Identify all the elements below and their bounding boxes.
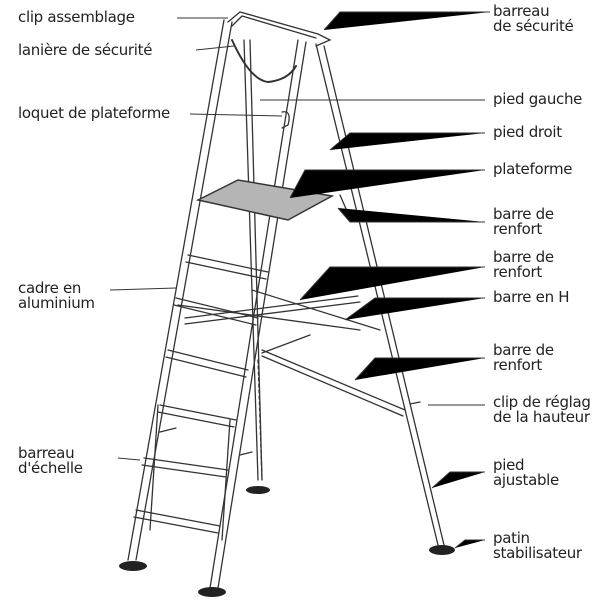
label-renfort1-1: barre de bbox=[493, 205, 554, 223]
h-bar bbox=[184, 295, 361, 325]
label-pied-aj-2: ajustable bbox=[493, 471, 559, 489]
label-renfort1-2: renfort bbox=[493, 220, 542, 238]
label-laniere: lanière de sécurité bbox=[18, 41, 153, 59]
front-left-rail bbox=[127, 19, 233, 561]
label-pied-gauche: pied gauche bbox=[493, 90, 583, 108]
label-securite-2: de sécurité bbox=[493, 17, 574, 35]
label-pied-droit: pied droit bbox=[493, 123, 562, 141]
label-patin-2: stabilisateur bbox=[493, 544, 582, 562]
label-pied-aj-1: pied bbox=[493, 456, 525, 474]
safety-bar bbox=[227, 11, 332, 47]
label-plateforme: plateforme bbox=[493, 160, 573, 178]
label-cadre-1: cadre en bbox=[18, 279, 82, 297]
stabilizer-feet bbox=[119, 486, 455, 597]
label-barreau-2: d'échelle bbox=[18, 459, 83, 477]
label-loquet: loquet de plateforme bbox=[18, 104, 170, 122]
label-renfort3-1: barre de bbox=[493, 341, 554, 359]
label-clip-1: clip de réglag bbox=[493, 393, 591, 411]
label-patin-1: patin bbox=[493, 529, 530, 547]
label-barre-h: barre en H bbox=[493, 288, 570, 306]
label-barreau-1: barreau bbox=[18, 444, 75, 462]
rear-left-leg bbox=[243, 39, 263, 481]
ladder-rungs bbox=[133, 254, 269, 534]
label-renfort2-1: barre de bbox=[493, 248, 554, 266]
label-renfort3-2: renfort bbox=[493, 356, 542, 374]
label-cadre-2: aluminium bbox=[18, 294, 95, 312]
rear-right-leg bbox=[315, 43, 445, 546]
safety-strap bbox=[231, 39, 297, 84]
label-securite-1: barreau bbox=[493, 2, 550, 20]
platform bbox=[195, 179, 335, 221]
label-clip-2: de la hauteur bbox=[493, 408, 590, 426]
label-renfort2-2: renfort bbox=[493, 263, 542, 281]
label-clip-assemblage: clip assemblage bbox=[18, 8, 135, 26]
